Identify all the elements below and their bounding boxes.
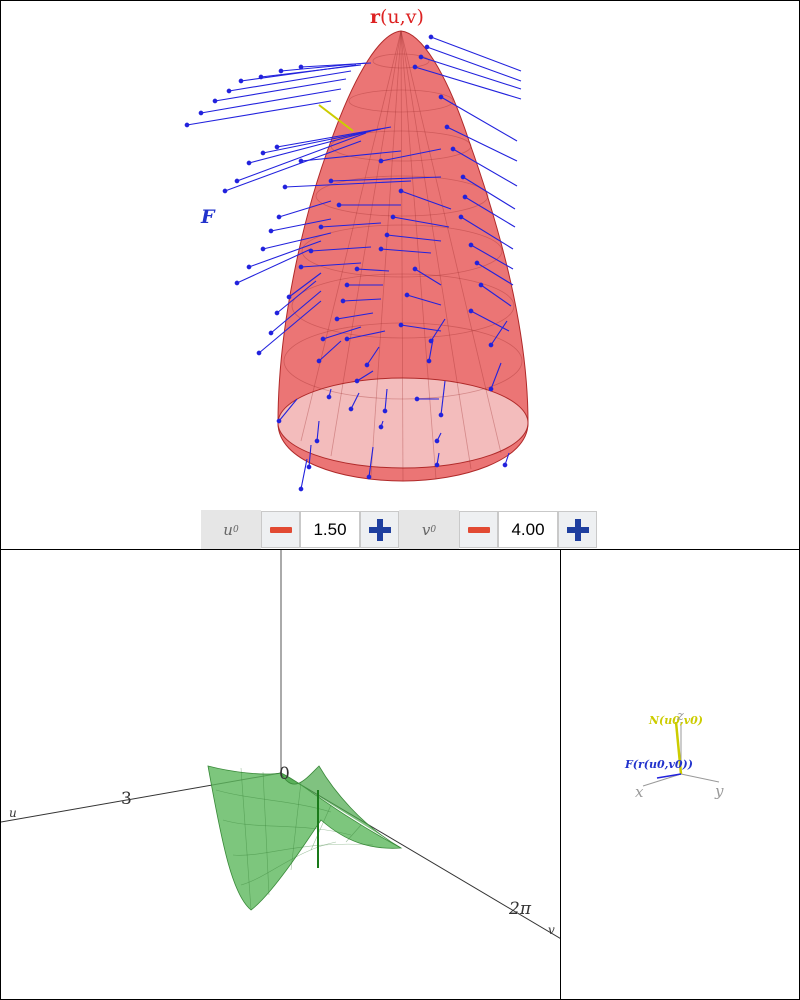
green-surface-ridge: [280, 765, 402, 849]
field-label: F(r(u0,v0)): [624, 758, 693, 771]
param-canvas[interactable]: 0 3 2π u v: [1, 550, 562, 1000]
parameter-domain-view[interactable]: 0 3 2π u v: [0, 549, 562, 1000]
u0-value-field[interactable]: 1.50: [300, 511, 360, 548]
surface-canvas[interactable]: r(u,v) F: [1, 1, 800, 550]
u0-increment-button[interactable]: [360, 511, 399, 548]
normal-label: N(u0,v0): [648, 714, 703, 727]
plus-icon: [566, 518, 589, 541]
axis-u-label: u: [9, 806, 17, 820]
axis-y-line: [680, 773, 720, 783]
axis-x-label: x: [635, 783, 644, 801]
v0-increment-button[interactable]: [558, 511, 597, 548]
axis-y-label: y: [714, 782, 724, 800]
axis-x-line: [642, 773, 682, 787]
minus-icon: [467, 526, 490, 533]
surface-mesh: [283, 30, 523, 482]
vector-field: [184, 34, 522, 492]
v0-value-field[interactable]: 4.00: [498, 511, 558, 548]
tick-origin: 0: [279, 764, 290, 784]
u0-decrement-button[interactable]: [261, 511, 300, 548]
normal-segment: [318, 104, 354, 132]
field-vector: [656, 773, 682, 779]
axis-v-label: v: [548, 923, 555, 937]
v0-decrement-button[interactable]: [459, 511, 498, 548]
paraboloid-surface: [277, 30, 529, 482]
tick-u-3: 3: [121, 789, 132, 809]
plus-icon: [368, 518, 391, 541]
axis-z-label: z: [676, 709, 684, 724]
tick-v-2pi: 2π: [508, 899, 532, 919]
green-surface: [207, 765, 403, 911]
vectors-canvas[interactable]: N(u0,v0) F(r(u0,v0)) x y z: [561, 550, 800, 1000]
field-label: F: [200, 206, 216, 228]
minus-icon: [269, 526, 292, 533]
normal-vector: [674, 721, 683, 775]
surface-label: r(u,v): [370, 6, 424, 28]
vectors-at-point-view[interactable]: N(u0,v0) F(r(u0,v0)) x y z: [560, 549, 800, 1000]
